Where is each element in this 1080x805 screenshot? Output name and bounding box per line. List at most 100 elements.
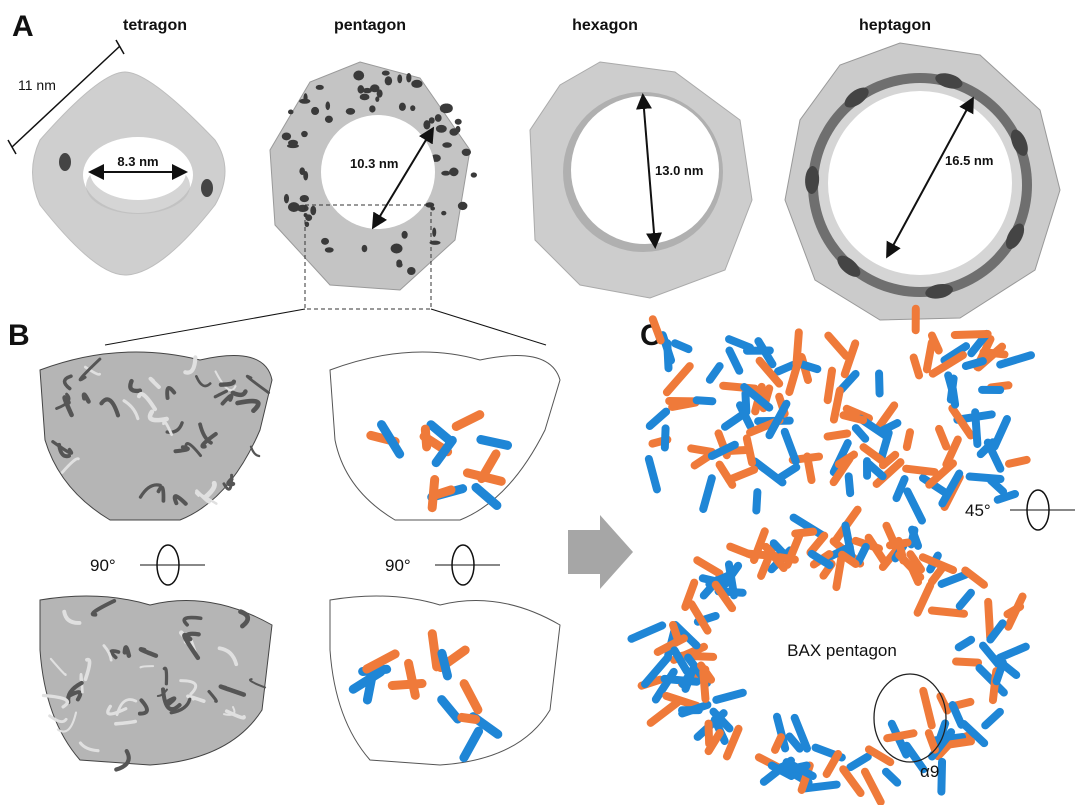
helix-cylinder [829,454,854,487]
heptagon-map [784,42,1061,321]
rotation-label-c: 45° [965,501,991,520]
helix-cylinder [785,732,804,753]
density-ridge [179,679,198,696]
helix-cylinder [902,741,928,774]
helix-cylinder [670,646,691,676]
map-pore [410,105,416,112]
helix-cylinder [927,606,969,618]
pentagon-map [269,61,477,291]
helix-cylinder [829,386,844,424]
helix-cylinder [935,424,951,451]
density-ridge [182,632,201,661]
density-ridge [136,392,157,412]
density-ridge [56,711,78,733]
helix-cylinder [742,434,757,467]
map-subunit [837,255,861,277]
density-ridge [62,609,82,625]
panel-label-a: A [12,10,34,43]
helix-cylinder [377,420,405,459]
map-pore [406,72,412,83]
helix-cylinder [878,450,900,470]
density-ridge [238,609,251,629]
helix-cylinder [928,351,967,378]
helix-cylinder [851,424,870,443]
helix-cylinder [725,346,744,375]
density-ridge [138,647,159,658]
density-ridge [162,420,174,436]
map-pore [321,237,330,245]
helix-cylinder [881,767,902,787]
density-ridge [122,645,132,658]
helix-cylinder [937,757,947,796]
helix-cylinder [984,597,995,642]
helix-cylinder [807,549,834,570]
map-pore [401,230,408,239]
helix-cylinder [459,726,484,763]
density-ridge [147,409,169,423]
map-subunit [935,73,963,89]
helix-cylinder [726,542,755,559]
density-ridge [122,399,140,421]
helix-cylinder [741,389,751,416]
helix-cylinder [437,648,452,681]
density-ridge [78,357,102,382]
density-ridge [195,489,211,504]
helix-cylinder [692,396,717,406]
density-ridge [172,494,188,506]
helix-cylinder [782,758,817,781]
helix-cylinder [875,369,884,398]
helix-cylinder [404,658,420,700]
map-pore [359,93,370,101]
density-ridge [248,678,267,689]
helix-cylinder [948,404,975,440]
helix-cylinder [669,620,683,645]
map-pore [441,210,447,216]
helix-cylinder [961,357,987,371]
helix-cylinder [437,695,463,724]
map-pore [442,142,452,148]
helix-cylinder [844,472,855,498]
density-map-top [39,351,273,521]
helix-cylinder [699,474,716,514]
density-ridge [79,673,84,694]
heptagon-diameter-label: 16.5 nm [945,153,993,168]
map-pore [398,102,406,111]
density-ridge [214,370,237,392]
helix-cylinder [681,578,699,612]
density-ridge [83,365,101,376]
helix-cylinder [892,475,909,503]
helix-cylinder [670,339,693,354]
helix-cylinder [451,410,485,431]
helix-cylinder [660,674,701,686]
map-pore [325,101,331,111]
rotation-icon-b-left: 90° [90,544,205,586]
helix-cylinder [785,355,803,397]
helix-cylinder [902,428,915,452]
helix-cylinder [823,429,852,441]
helix-cylinder [837,369,860,394]
map-pore [381,70,390,76]
helix-cylinder [908,525,923,550]
map-pore [454,118,462,125]
helix-cylinder [854,542,870,566]
density-ridge [162,666,169,686]
helix-cylinder [933,719,950,749]
density-ridge [198,422,213,445]
helix-cylinder [837,550,860,568]
helix-cylinder [955,588,975,611]
helix-cylinder [704,719,714,748]
density-ridge [128,378,143,394]
helix-cylinder [885,538,912,550]
map-pore [311,106,320,116]
helix-cylinder [919,474,950,498]
title-pentagon: pentagon [334,17,406,34]
map-pore [288,202,300,212]
map-pore [449,167,459,177]
helix-cylinder [427,475,440,513]
density-ridge [165,696,177,707]
helix-cylinder [937,570,970,588]
helix-cylinder [771,733,785,754]
transition-arrow-icon [568,515,633,589]
density-ridge [137,698,149,716]
helix-cylinder [879,419,902,435]
